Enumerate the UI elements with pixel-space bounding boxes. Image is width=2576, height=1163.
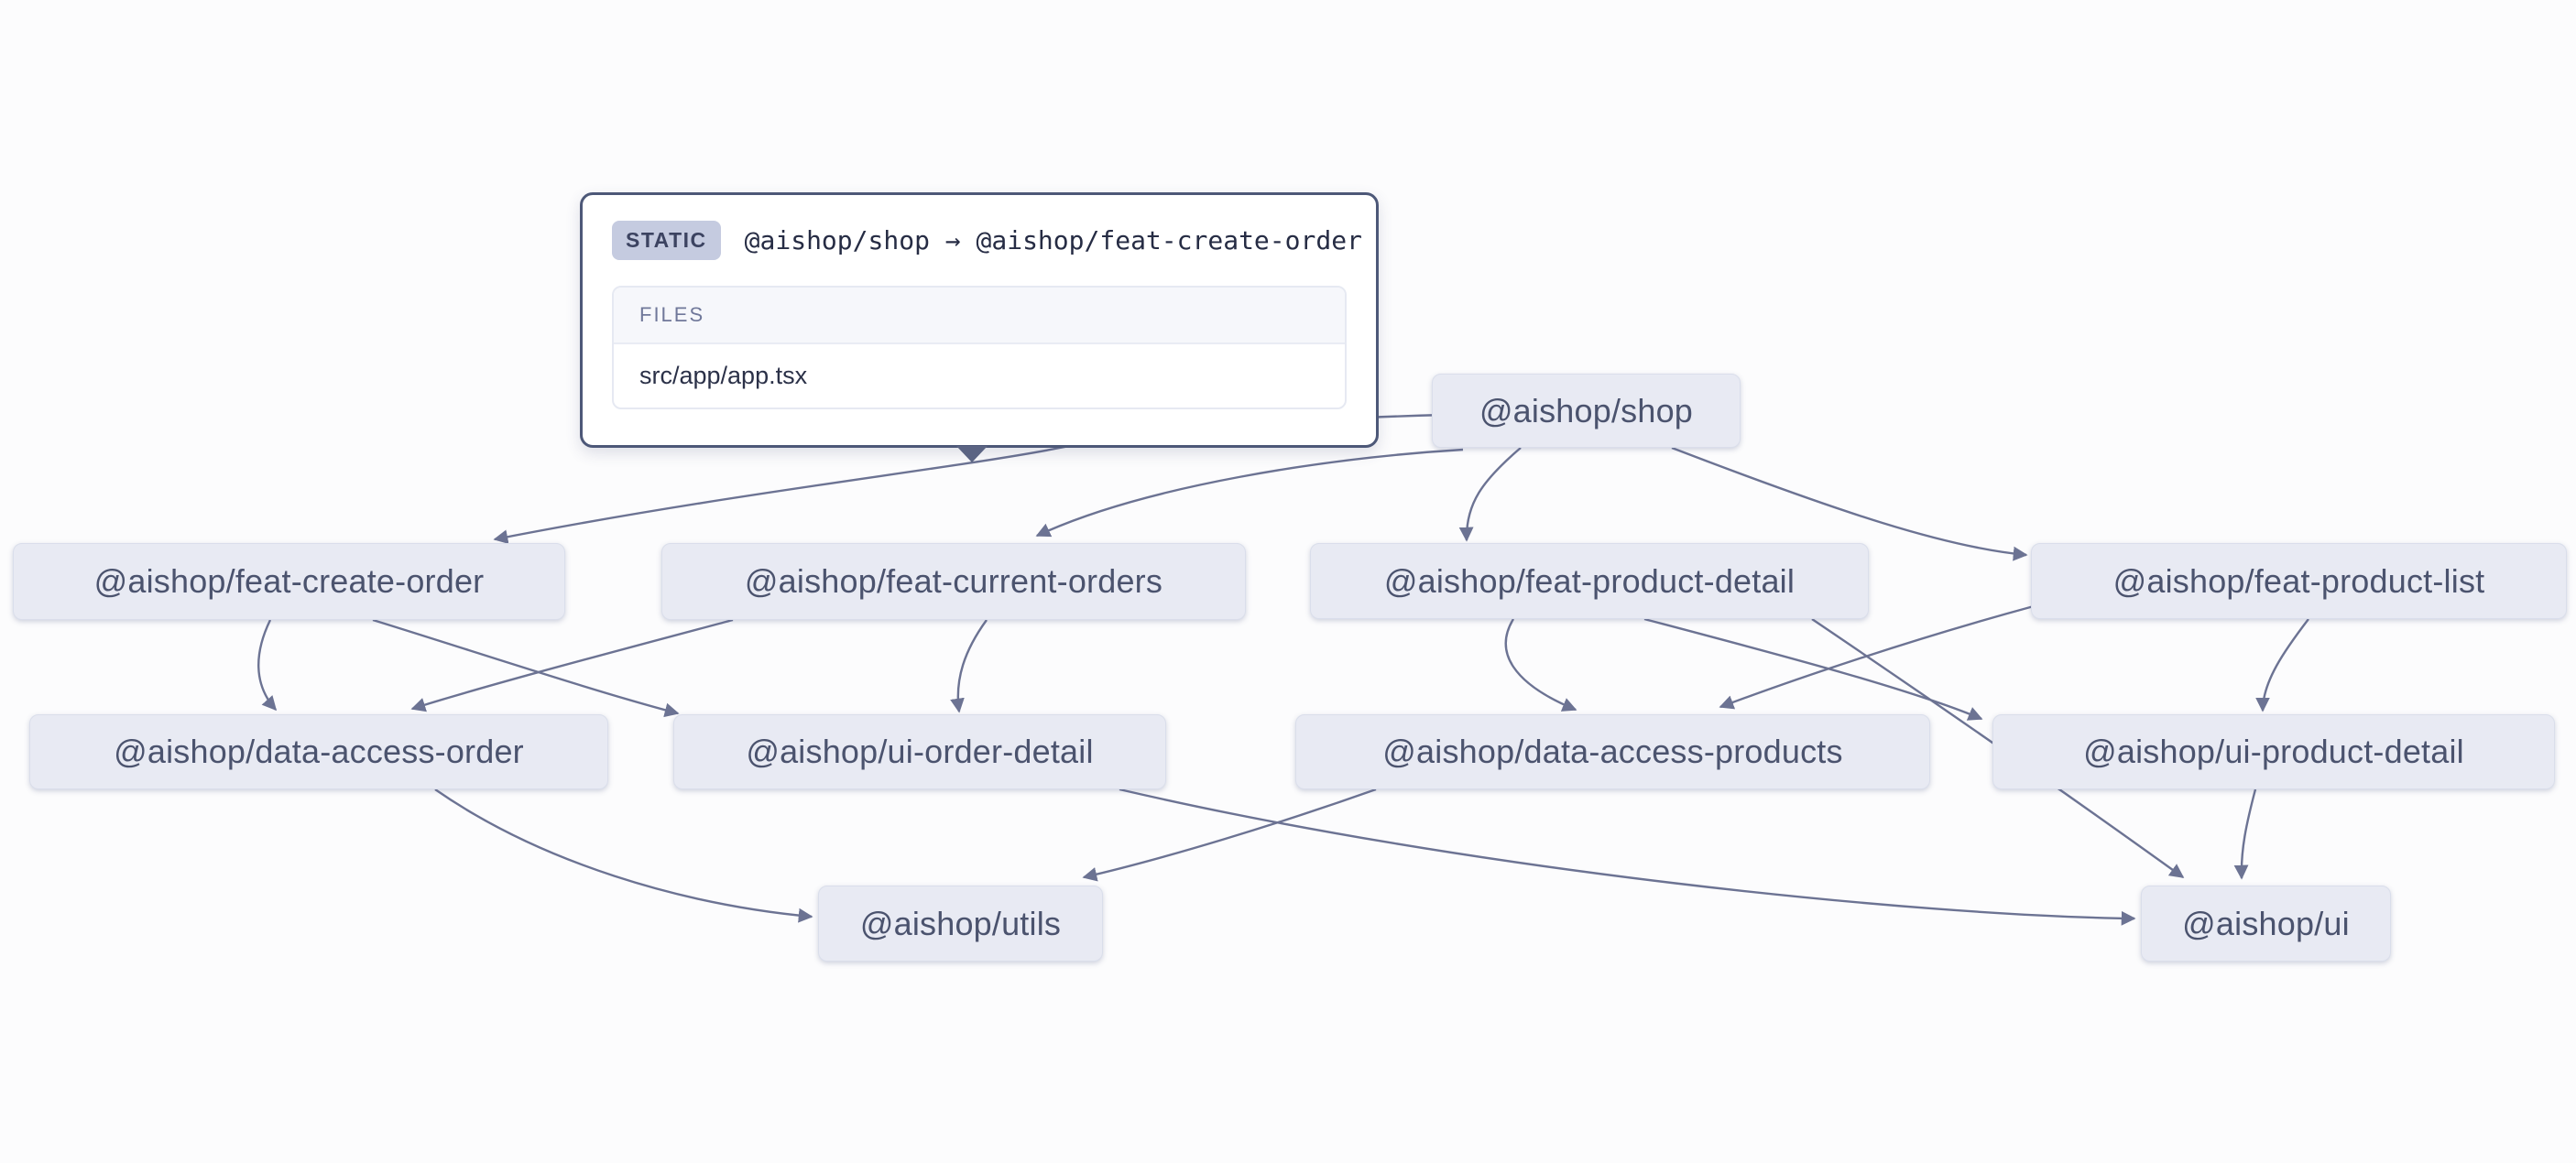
graph-node-label: @aishop/ui-order-detail (746, 733, 1094, 770)
graph-edge-shop--feat-product-list[interactable] (1671, 446, 2028, 561)
graph-edge-ui-product-detail--ui[interactable] (2233, 788, 2257, 880)
graph-node-label: @aishop/data-access-order (114, 733, 524, 770)
graph-edge-feat-current-orders--ui-order-detail[interactable] (950, 619, 988, 713)
graph-edge-shop--feat-current-orders[interactable] (1035, 448, 1464, 538)
graph-node-label: @aishop/feat-current-orders (744, 562, 1163, 600)
graph-node-data-access-products[interactable]: @aishop/data-access-products (1295, 714, 1930, 789)
graph-edge-feat-current-orders--data-access-order[interactable] (410, 618, 734, 712)
files-box: FILES src/app/app.tsx (612, 286, 1347, 409)
graph-node-shop[interactable]: @aishop/shop (1432, 374, 1741, 448)
graph-edge-ui-order-detail--ui[interactable] (1119, 788, 2136, 926)
graph-edge-data-access-order--utils[interactable] (434, 788, 813, 923)
graph-node-label: @aishop/data-access-products (1382, 733, 1843, 770)
tooltip-header: STATIC @aishop/shop → @aishop/feat-creat… (612, 221, 1362, 260)
graph-node-label: @aishop/utils (859, 904, 1062, 942)
graph-node-feat-current-orders[interactable]: @aishop/feat-current-orders (661, 543, 1246, 620)
graph-node-ui[interactable]: @aishop/ui (2141, 886, 2391, 962)
edge-type-badge: STATIC (612, 221, 721, 260)
graph-node-label: @aishop/ui (2182, 904, 2350, 942)
file-path-item: src/app/app.tsx (639, 362, 808, 389)
graph-edge-feat-product-detail--ui-product-detail[interactable] (1643, 617, 1983, 721)
graph-edge-feat-product-list--ui-product-detail[interactable] (2255, 618, 2309, 712)
graph-node-label: @aishop/feat-product-list (2112, 561, 2485, 600)
graph-node-ui-order-detail[interactable]: @aishop/ui-order-detail (673, 714, 1166, 789)
graph-edge-feat-product-detail--ui[interactable] (1811, 618, 2185, 878)
graph-node-label: @aishop/shop (1479, 391, 1694, 429)
graph-edge-data-access-products--utils[interactable] (1082, 788, 1377, 882)
graph-node-label: @aishop/ui-product-detail (2083, 733, 2464, 770)
graph-edge-feat-create-order--data-access-order[interactable] (257, 619, 278, 712)
graph-node-utils[interactable]: @aishop/utils (818, 886, 1103, 962)
graph-edge-shop--feat-product-detail[interactable] (1458, 447, 1522, 542)
graph-node-data-access-order[interactable]: @aishop/data-access-order (29, 714, 608, 789)
graph-edge-feat-product-detail--data-access-products[interactable] (1504, 618, 1577, 712)
graph-edge-feat-create-order--ui-order-detail[interactable] (372, 618, 680, 718)
graph-node-label: @aishop/feat-create-order (93, 562, 485, 600)
graph-edge-feat-product-list--data-access-products[interactable] (1719, 604, 2035, 710)
files-section-title: FILES (614, 288, 1345, 344)
graph-node-label: @aishop/feat-product-detail (1383, 561, 1796, 600)
edge-relation-text: @aishop/shop → @aishop/feat-create-order (744, 225, 1362, 255)
graph-node-ui-product-detail[interactable]: @aishop/ui-product-detail (1992, 714, 2555, 789)
edge-tooltip: STATIC @aishop/shop → @aishop/feat-creat… (580, 192, 1379, 448)
tooltip-pointer-icon (956, 446, 988, 462)
graph-node-feat-product-detail[interactable]: @aishop/feat-product-detail (1310, 543, 1869, 619)
graph-node-feat-product-list[interactable]: @aishop/feat-product-list (2031, 543, 2567, 619)
graph-node-feat-create-order[interactable]: @aishop/feat-create-order (13, 543, 565, 620)
